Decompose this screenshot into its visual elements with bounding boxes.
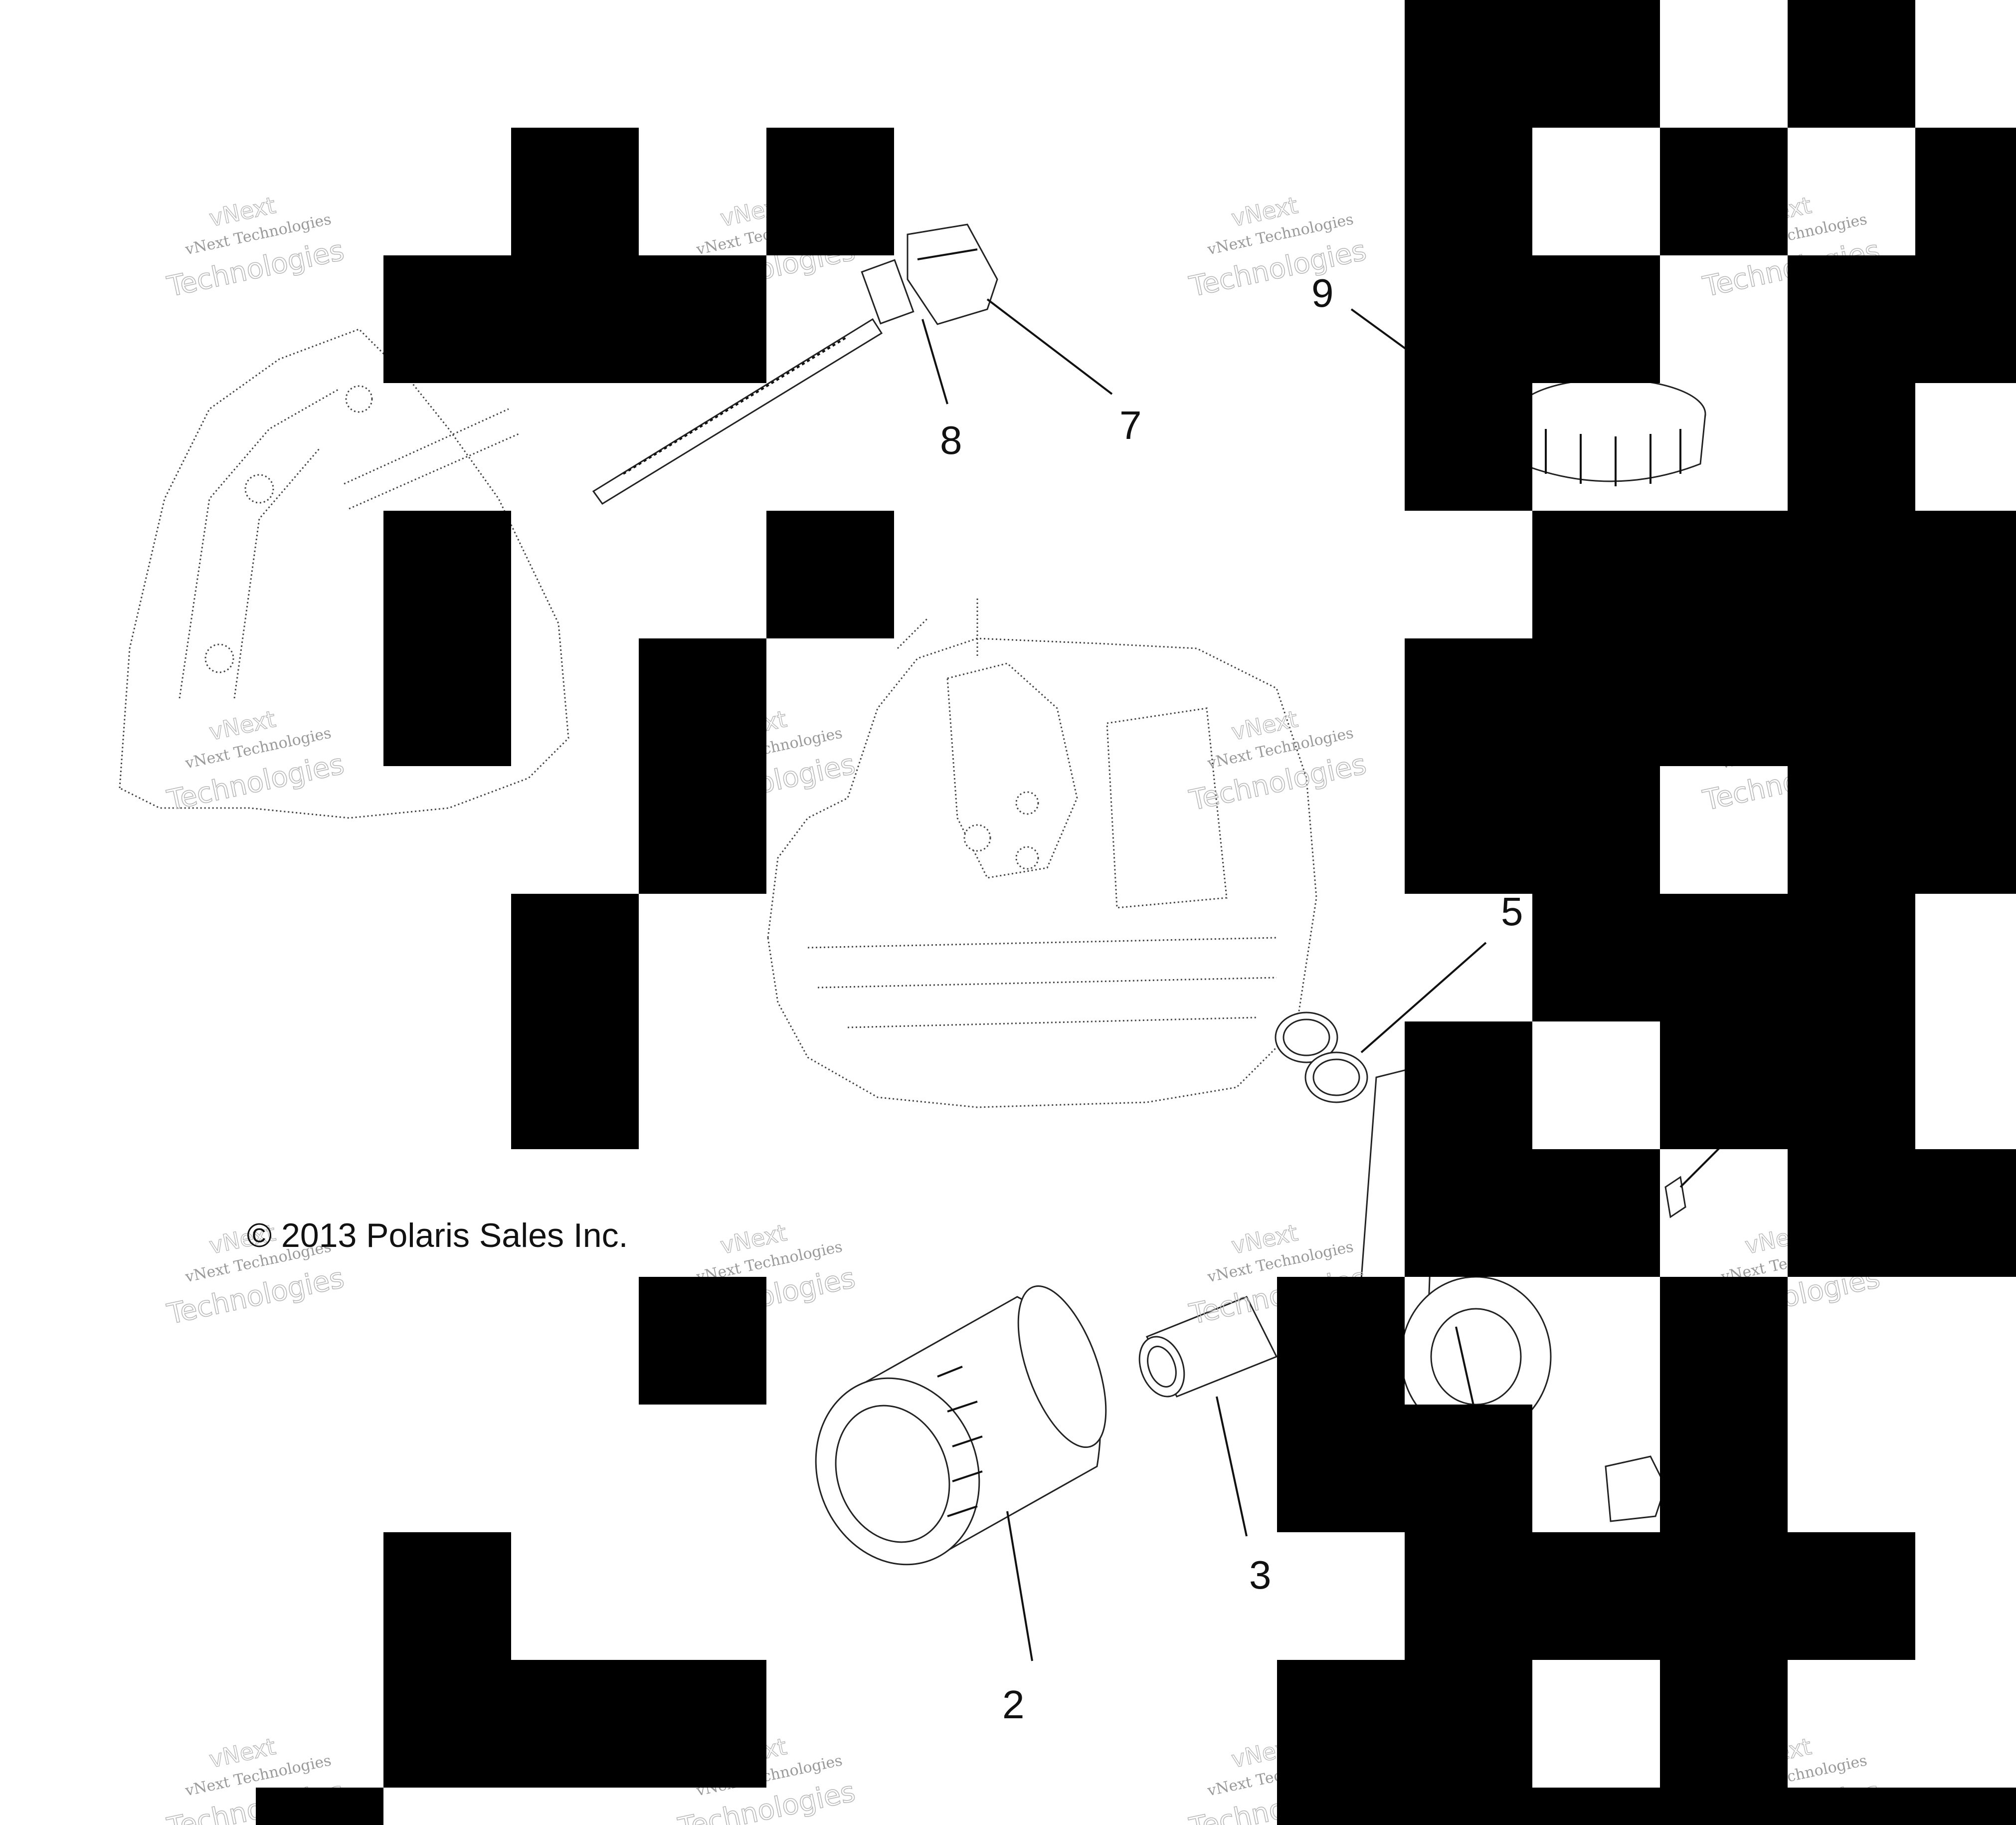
oil-filter-drawing	[815, 1285, 1107, 1661]
callout-7: 7	[1119, 403, 1142, 447]
fill-cap-drawing	[1350, 308, 1706, 486]
callout-8: 8	[940, 418, 962, 462]
o-rings-drawing	[1275, 942, 1487, 1103]
redaction-blocks	[256, 0, 2016, 1825]
callout-5: 5	[1501, 889, 1523, 934]
engine-block-drawing	[767, 599, 1317, 1108]
dipstick-drawing	[592, 223, 1113, 505]
sleeve-drawing	[1138, 1296, 1278, 1537]
copyright-notice: © 2013 Polaris Sales Inc.	[247, 1217, 628, 1254]
callout-3: 3	[1249, 1553, 1272, 1597]
valve-cover-drawing	[119, 328, 569, 819]
callout-9: 9	[1311, 271, 1334, 315]
callout-2: 2	[1002, 1682, 1025, 1727]
